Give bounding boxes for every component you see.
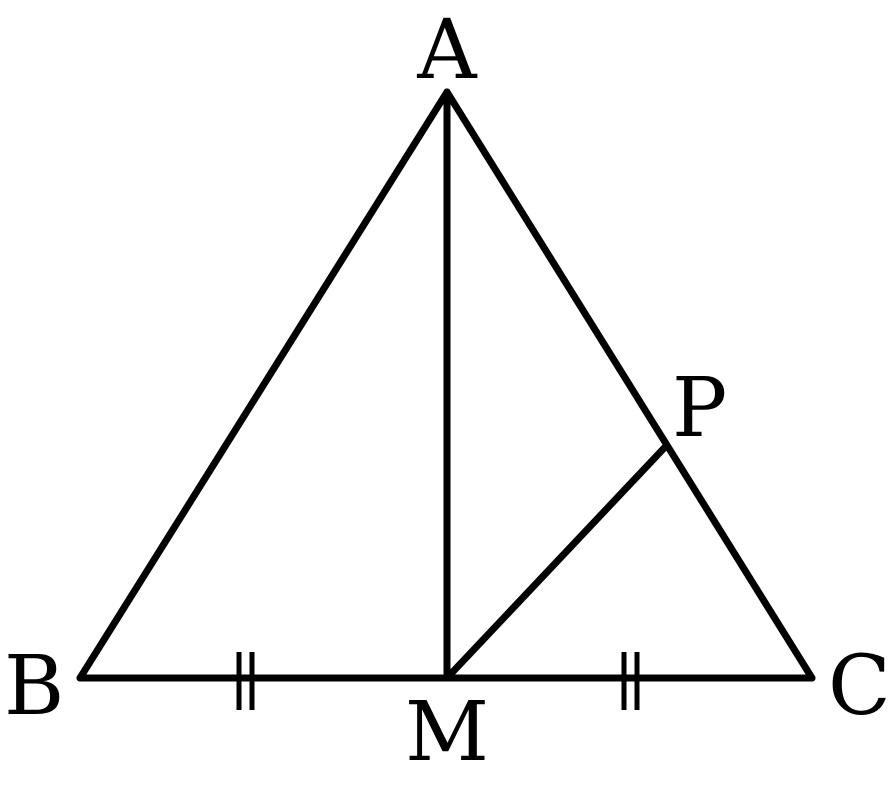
tick-mark-mc bbox=[621, 652, 640, 710]
point-label-b: B bbox=[4, 639, 64, 734]
tick-mark-bm bbox=[236, 652, 255, 710]
point-label-a: A bbox=[416, 3, 478, 98]
segment-ab bbox=[76, 88, 451, 682]
point-label-p: P bbox=[672, 361, 727, 456]
point-label-m: M bbox=[405, 685, 489, 780]
segment-mp bbox=[443, 442, 670, 682]
point-label-c: C bbox=[828, 639, 891, 734]
segment-ac bbox=[443, 88, 816, 682]
